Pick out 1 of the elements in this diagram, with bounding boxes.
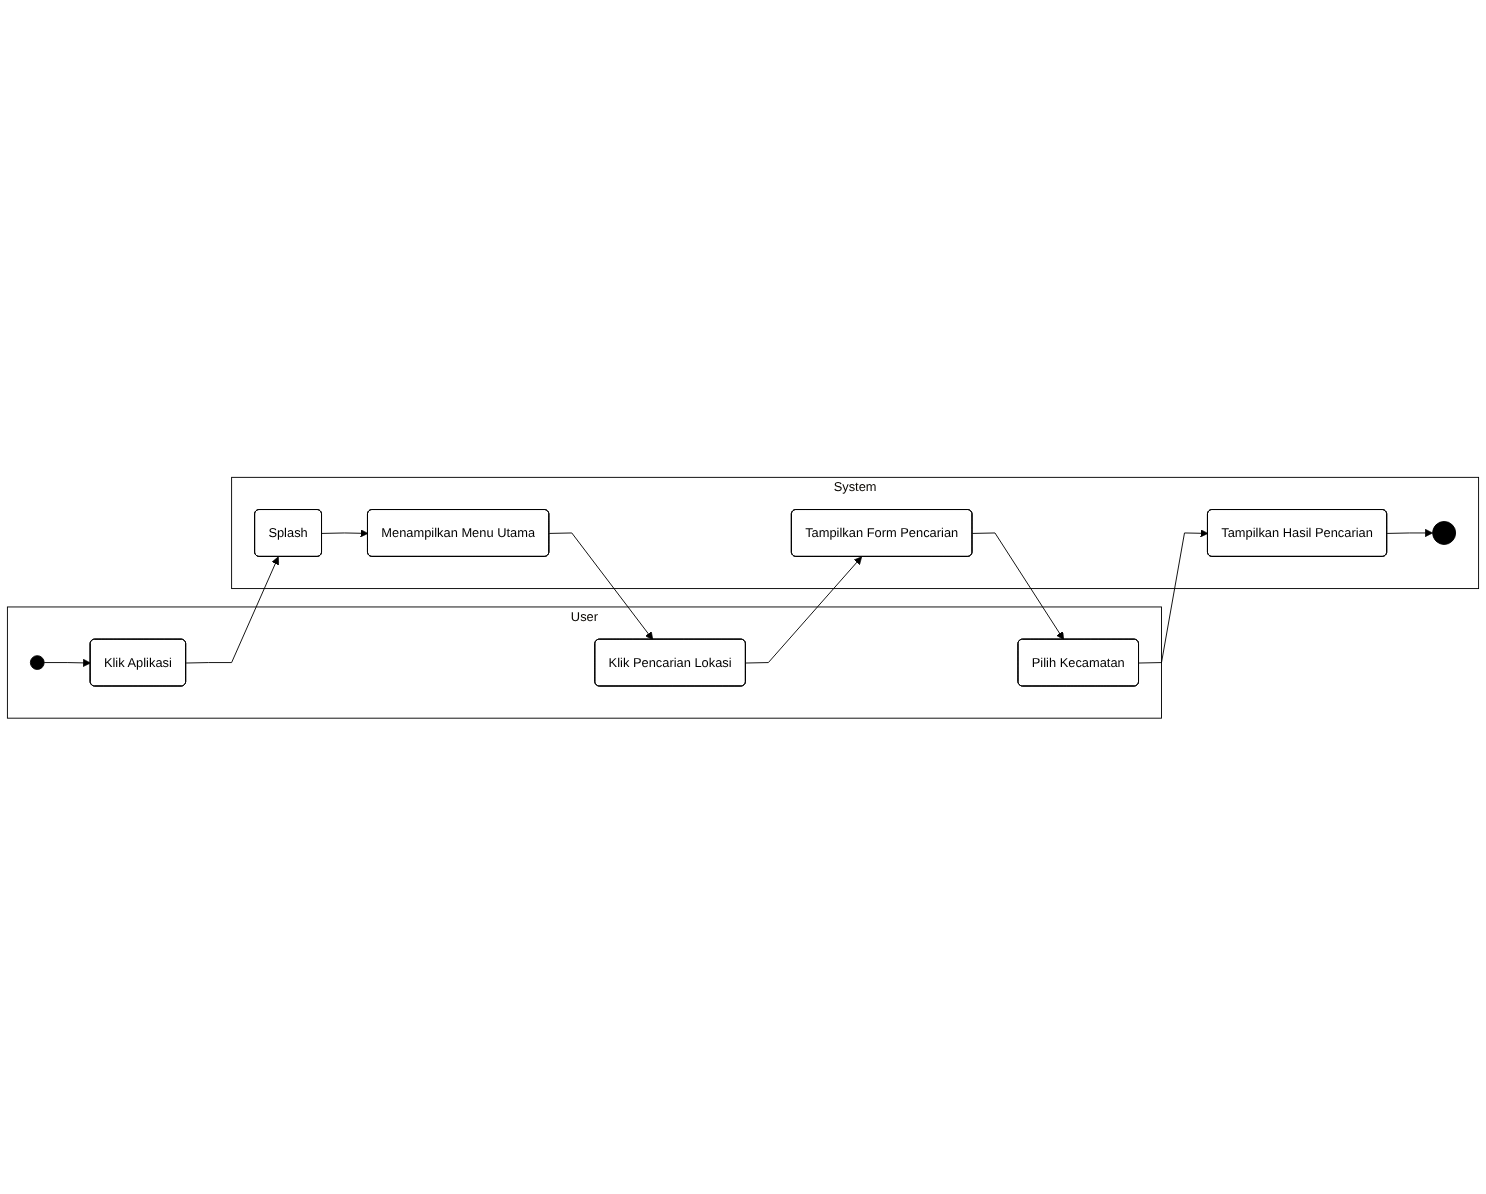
node-circle [29, 654, 45, 670]
